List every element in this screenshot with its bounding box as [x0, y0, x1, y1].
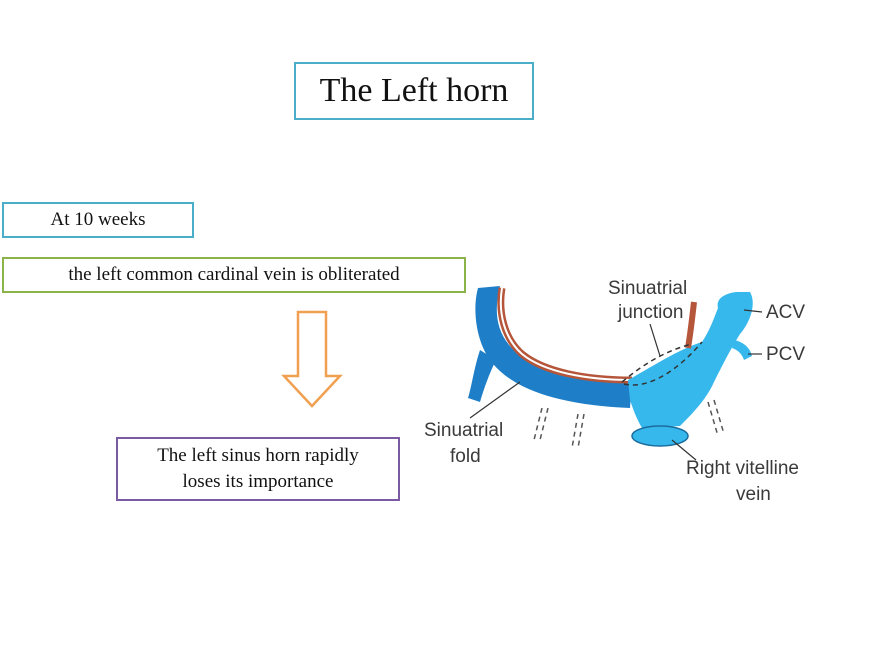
- right-vitelline-vein-opening: [631, 425, 689, 447]
- label-acv: ACV: [766, 302, 805, 323]
- stage-box: At 10 weeks: [2, 202, 194, 238]
- down-arrow-icon: [281, 310, 343, 408]
- label-sinuatrial-fold-1: Sinuatrial: [424, 420, 503, 441]
- result-box: The left sinus horn rapidly loses its im…: [116, 437, 400, 501]
- label-sinuatrial-fold-2: fold: [450, 446, 481, 467]
- label-sinuatrial-junction-2: junction: [617, 302, 684, 323]
- event-text: the left common cardinal vein is obliter…: [68, 264, 400, 285]
- slide-title: The Left horn: [294, 62, 534, 120]
- stage-text: At 10 weeks: [50, 209, 146, 230]
- left-horn-stub: [468, 350, 496, 402]
- right-sinus-horn: [628, 292, 753, 428]
- result-line-1: The left sinus horn rapidly: [157, 445, 359, 466]
- sinuatrial-junction-line: [621, 343, 693, 383]
- sinus-venosus-diagram: Sinuatrial junction ACV PCV Sinuatrial f…: [424, 278, 805, 505]
- label-sinuatrial-junction-1: Sinuatrial: [608, 278, 687, 299]
- label-right-vitelline-2: vein: [736, 484, 771, 505]
- result-line-2: loses its importance: [182, 471, 334, 492]
- slide-title-text: The Left horn: [319, 72, 509, 109]
- label-pcv: PCV: [766, 344, 805, 365]
- label-right-vitelline-1: Right vitelline: [686, 458, 799, 479]
- event-box: the left common cardinal vein is obliter…: [2, 257, 466, 293]
